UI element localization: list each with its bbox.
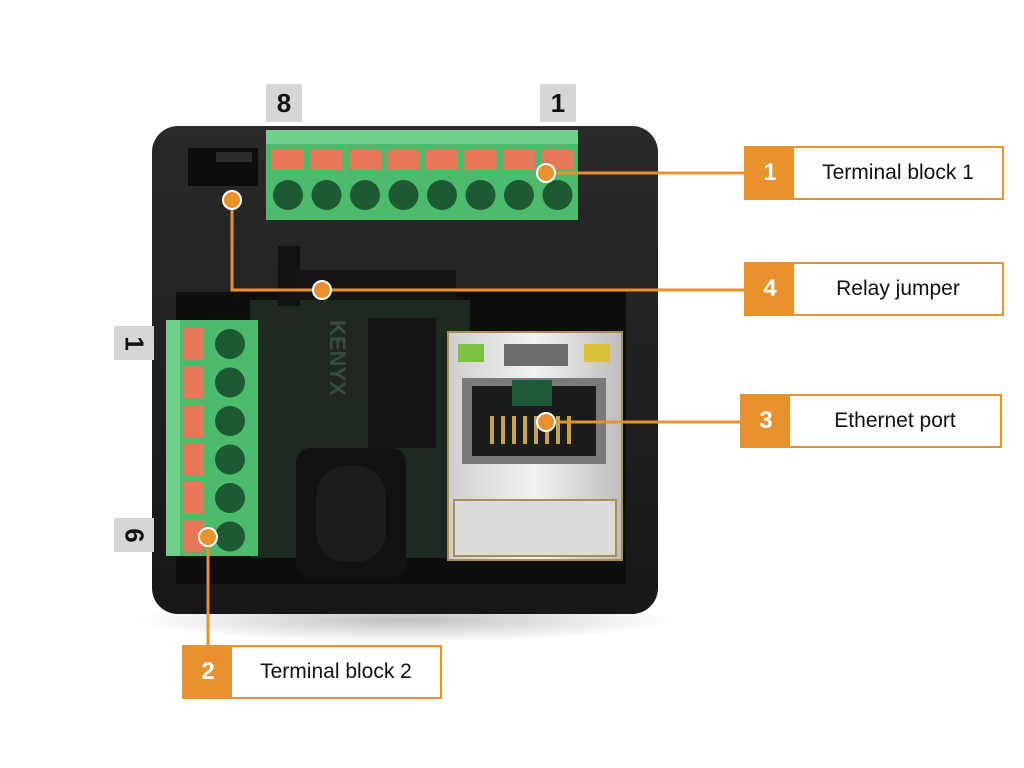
terminal-1-screw-hole	[273, 180, 303, 210]
terminal-2-lever	[184, 443, 204, 476]
terminal-2-lever	[184, 520, 204, 553]
pcb-component	[368, 318, 436, 448]
terminal-block-2	[166, 320, 258, 556]
callout-terminal-block-2: 2 Terminal block 2	[182, 645, 442, 699]
terminal-1-screw-hole	[427, 180, 457, 210]
terminal-1-lever	[272, 150, 304, 170]
terminal-1-screw-hole	[542, 180, 573, 210]
terminal-2-screw-hole	[215, 444, 245, 475]
terminal-block-1-top	[266, 130, 578, 144]
ethernet-contact-pin	[501, 416, 505, 444]
pin-label-1-side: 1	[114, 326, 154, 360]
callout-label: Terminal block 1	[822, 161, 974, 184]
terminal-1-lever	[503, 150, 535, 170]
leader-dots	[198, 163, 556, 547]
leader-dot-4b	[312, 280, 332, 300]
ethernet-contact-pin	[523, 416, 527, 444]
terminal-1-screw-hole	[350, 180, 380, 210]
ethernet-shield-base	[453, 499, 617, 557]
callout-label: Relay jumper	[836, 277, 960, 300]
terminal-1-lever	[426, 150, 458, 170]
ethernet-led-right	[584, 344, 610, 362]
callout-number: 3	[742, 396, 790, 446]
callout-label: Terminal block 2	[260, 660, 412, 683]
ethernet-contact-pin	[490, 416, 494, 444]
leader-dot-1	[536, 163, 556, 183]
callout-number: 1	[746, 148, 794, 198]
terminal-1-lever	[387, 150, 420, 170]
leader-dot-3	[536, 412, 556, 432]
callout-number: 4	[746, 264, 794, 314]
terminal-1-lever	[349, 150, 381, 170]
pin-label-6-side-text: 6	[119, 527, 150, 543]
leader-dot-2	[198, 527, 218, 547]
terminal-1-lever	[464, 150, 497, 170]
ethernet-contact-pin	[534, 416, 538, 444]
ethernet-clip	[512, 380, 552, 406]
pin-label-6-side: 6	[114, 518, 154, 552]
pin-label-1-side-text: 1	[119, 335, 150, 351]
terminal-2-lever	[184, 328, 204, 360]
ethernet-contact-pin	[512, 416, 516, 444]
terminal-2-lever	[184, 366, 204, 399]
terminal-block-2-body	[166, 320, 258, 556]
relay-jumper-pin	[216, 152, 252, 162]
board-text: KENYX	[325, 320, 350, 396]
terminal-2-screw-hole	[215, 406, 245, 436]
ethernet-led-left	[458, 344, 484, 362]
terminal-2-screw-hole	[215, 483, 245, 513]
callout-number: 2	[184, 647, 232, 697]
terminal-1-lever	[310, 150, 343, 170]
terminal-1-screw-hole	[465, 180, 496, 210]
leader-line-4	[230, 200, 744, 292]
leader-dot-4	[222, 190, 242, 210]
terminal-2-screw-hole	[215, 367, 245, 398]
callout-relay-jumper: 4 Relay jumper	[744, 262, 1004, 316]
terminal-1-screw-hole	[311, 180, 342, 210]
grommet-inner	[316, 466, 386, 562]
pin-label-1-top: 1	[540, 84, 576, 122]
ethernet-port	[447, 331, 623, 561]
callout-label: Ethernet port	[834, 409, 956, 432]
terminal-2-lever	[184, 405, 204, 437]
ethernet-contact-pin	[567, 416, 571, 444]
callout-ethernet-port: 3 Ethernet port	[740, 394, 1002, 448]
terminal-2-screw-hole	[215, 521, 245, 552]
ethernet-contact-pin	[556, 416, 560, 444]
pin-label-8: 8	[266, 84, 302, 122]
ethernet-latch	[504, 344, 568, 366]
callout-terminal-block-1: 1 Terminal block 1	[744, 146, 1004, 200]
terminal-block-1	[266, 130, 578, 220]
terminal-1-screw-hole	[504, 180, 534, 210]
terminal-block-2-edge	[166, 320, 180, 556]
terminal-2-lever	[184, 482, 204, 514]
terminal-1-screw-hole	[388, 180, 419, 210]
terminal-2-screw-hole	[215, 329, 245, 359]
